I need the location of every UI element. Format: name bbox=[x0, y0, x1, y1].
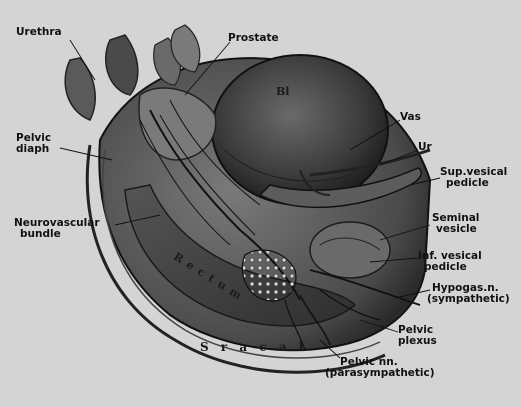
label-prostate: Prostate bbox=[228, 33, 279, 44]
label-hypogas-line2: (sympathetic) bbox=[427, 294, 510, 305]
urethra-shape bbox=[65, 58, 95, 120]
label-vas: Vas bbox=[400, 112, 421, 123]
pubic-bone bbox=[106, 35, 138, 95]
label-neurovascular-line2: bundle bbox=[20, 229, 61, 240]
bladder-shape bbox=[212, 55, 388, 205]
label-bladder: Bl bbox=[276, 85, 289, 98]
label-pelvic-plexus-line2: plexus bbox=[398, 336, 437, 347]
label-seminal-line2: vesicle bbox=[436, 224, 477, 235]
label-ureter: Ur bbox=[418, 142, 432, 153]
label-urethra: Urethra bbox=[16, 27, 62, 38]
label-sup-vesical-line2: pedicle bbox=[446, 178, 489, 189]
label-sacral: S r a c a l bbox=[200, 340, 307, 354]
label-pelvic-nn-line2: (parasympathetic) bbox=[325, 368, 435, 379]
label-pelvic-diaph-line2: diaph bbox=[16, 144, 49, 155]
label-inf-vesical-line2: pedicle bbox=[424, 262, 467, 273]
seminal-vesicle-shape bbox=[310, 222, 390, 278]
